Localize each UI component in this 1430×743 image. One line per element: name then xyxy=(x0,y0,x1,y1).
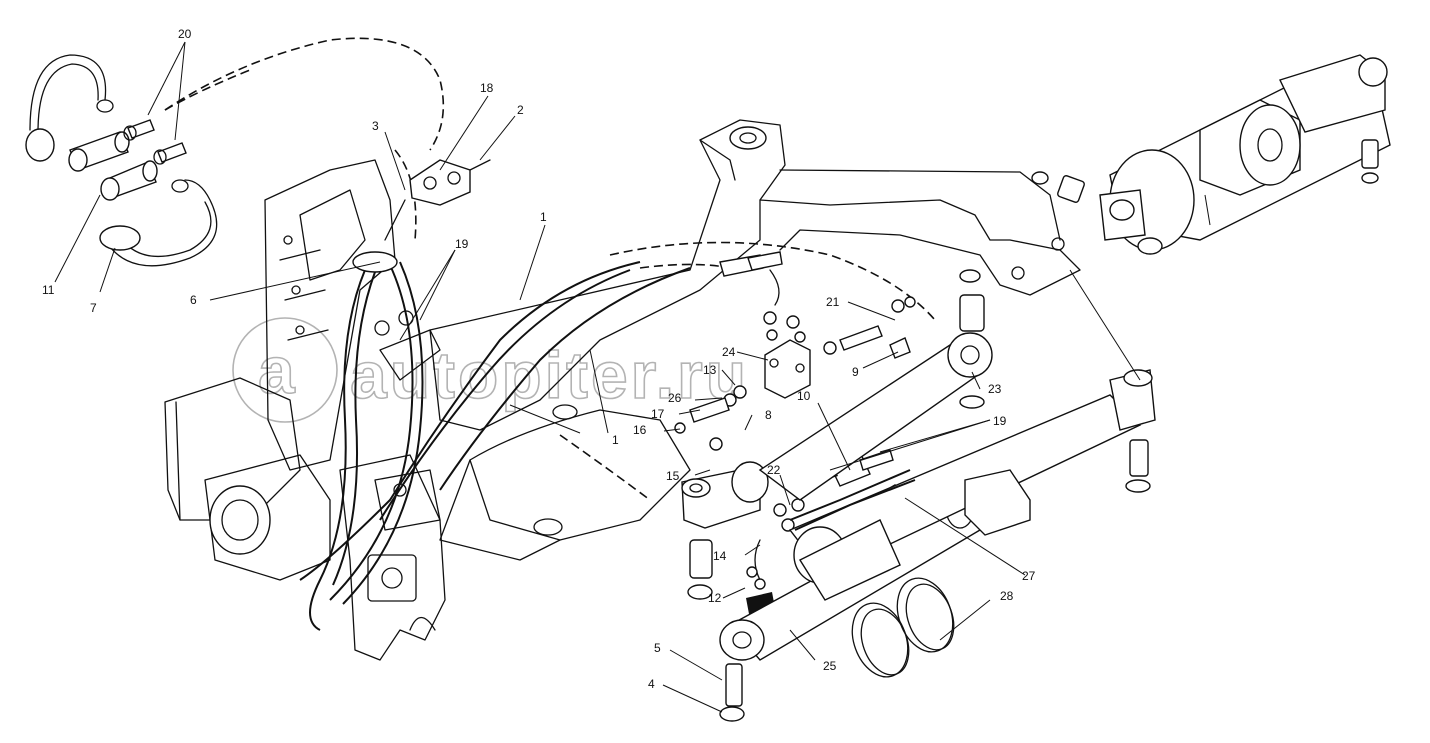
hydraulic-hoses xyxy=(299,261,691,631)
cylinder-detail-top-right xyxy=(1031,54,1391,255)
svg-text:a: a xyxy=(258,333,298,407)
cylinder-27 xyxy=(788,369,1156,601)
fitting-hose-lines xyxy=(789,469,916,531)
callout-6: 6 xyxy=(190,293,197,307)
callout-18: 18 xyxy=(480,81,494,95)
callout-25: 25 xyxy=(823,659,837,673)
leader-lines xyxy=(54,41,1211,713)
watermark-text: autopiter.ru xyxy=(350,338,749,412)
callout-23: 23 xyxy=(988,382,1002,396)
callout-21: 21 xyxy=(826,295,840,309)
callout-26: 26 xyxy=(668,391,682,405)
callout-5: 5 xyxy=(654,641,661,655)
front-axle-beam xyxy=(429,119,1081,561)
callout-28: 28 xyxy=(1000,589,1014,603)
callout-1-top: 1 xyxy=(540,210,547,224)
callout-4: 4 xyxy=(648,677,655,691)
quick-couplers xyxy=(25,54,218,267)
callout-13: 13 xyxy=(703,363,717,377)
clamp-rings-28 xyxy=(851,577,955,678)
hose-clamp-bracket xyxy=(352,159,491,381)
callout-labels: 20 18 2 3 1 19 6 11 7 1 21 24 9 13 26 17… xyxy=(42,27,1036,691)
cylinder-23 xyxy=(758,269,993,501)
callout-9: 9 xyxy=(852,365,859,379)
callout-8: 8 xyxy=(765,408,772,422)
callout-7: 7 xyxy=(90,301,97,315)
callout-15: 15 xyxy=(666,469,680,483)
callout-2: 2 xyxy=(517,103,524,117)
callout-19-right: 19 xyxy=(993,414,1007,428)
callout-3: 3 xyxy=(372,119,379,133)
callout-22: 22 xyxy=(767,463,781,477)
callout-20: 20 xyxy=(178,27,192,41)
callout-1-bottom: 1 xyxy=(612,433,619,447)
callout-11: 11 xyxy=(42,283,55,297)
callout-24: 24 xyxy=(722,345,736,359)
frame-rear-housing xyxy=(164,159,446,661)
callout-14: 14 xyxy=(713,549,727,563)
callout-17: 17 xyxy=(651,407,665,421)
callout-16: 16 xyxy=(633,423,647,437)
cylinder-15-fork xyxy=(681,461,769,600)
callout-12: 12 xyxy=(708,591,722,605)
callout-10: 10 xyxy=(797,389,811,403)
watermark: a autopiter.ru xyxy=(232,317,749,423)
dashed-hose-routes xyxy=(164,37,936,501)
callout-19-left: 19 xyxy=(455,237,469,251)
callout-27: 27 xyxy=(1022,569,1036,583)
